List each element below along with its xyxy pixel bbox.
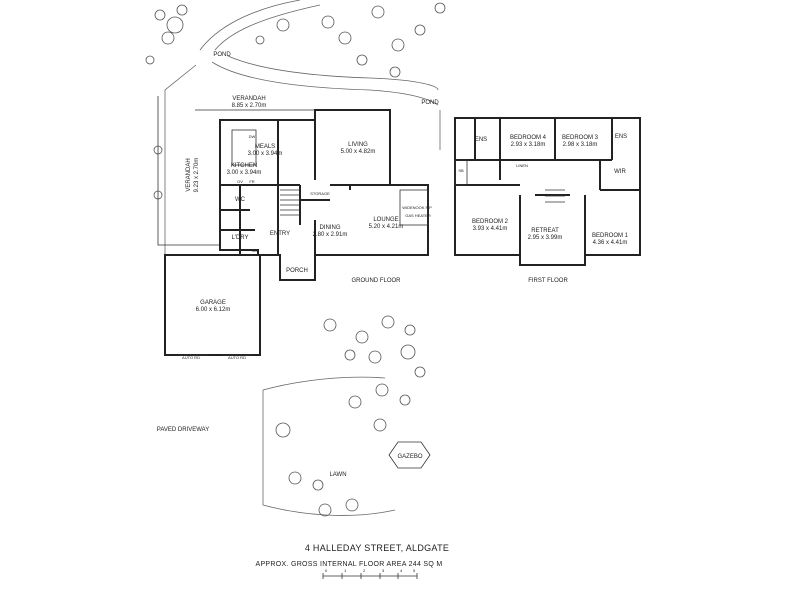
porch-label: PORCH <box>286 268 308 274</box>
bedroom3-name: BEDROOM 3 <box>562 135 599 141</box>
bedroom1-name: BEDROOM 1 <box>592 233 629 239</box>
scale-tick-3: 3 <box>382 568 385 573</box>
ldry-label: L'DRY <box>231 235 248 241</box>
storage-label: STORAGE <box>310 191 330 196</box>
bedroom2-name: BEDROOM 2 <box>472 219 509 225</box>
verandah-top-name: VERANDAH <box>232 96 265 102</box>
retreat-name: RETREAT <box>531 228 559 234</box>
wir-label: WIR <box>614 169 626 175</box>
fixture-fr: FR <box>249 179 254 184</box>
meals-name: MEALS <box>255 144 275 150</box>
pond-label-1: POND <box>213 52 231 58</box>
fixture-sb: SB <box>251 248 257 253</box>
lounge-name: LOUNGE <box>373 217 398 223</box>
address-title: 4 HALLEDAY STREET, ALDGATE <box>305 543 449 553</box>
garden-boundary-left <box>164 64 197 255</box>
fireplace-nook <box>399 189 429 226</box>
driveway-edge <box>262 390 396 516</box>
scale-bar: 0 1 2 3 4 5 <box>322 568 418 579</box>
first-floor-interior <box>455 118 640 265</box>
scale-tick-2: 2 <box>363 568 366 573</box>
ground-floor-walls <box>157 96 429 356</box>
pond-label-2: POND <box>421 100 439 106</box>
garage-name: GARAGE <box>200 300 226 306</box>
kitchen-name: KITCHEN <box>231 163 257 169</box>
ground-floor-labels: VERANDAH 8.85 x 2.70m VERANDAH 9.23 x 2.… <box>182 96 432 360</box>
ground-floor-title: GROUND FLOOR <box>351 278 401 284</box>
scale-tick-0: 0 <box>325 568 328 573</box>
verandah-top-dims: 8.85 x 2.70m <box>232 103 267 109</box>
stair-lines <box>280 189 300 216</box>
auto-rd-1: AUTO RD <box>182 355 200 360</box>
lawn-edge <box>262 376 386 391</box>
garage-dims: 6.00 x 6.12m <box>196 307 231 313</box>
fixture-sb-first: SB <box>458 168 464 173</box>
scale-tick-4: 4 <box>400 568 403 573</box>
auto-rd-2: AUTO RD <box>228 355 246 360</box>
ens-left-label: ENS <box>475 137 487 143</box>
ens-fixture <box>454 159 468 186</box>
interior-walls <box>220 120 390 255</box>
paved-driveway-label: PAVED DRIVEWAY <box>157 427 209 433</box>
kitchen-bench <box>231 129 257 166</box>
fixture-dw: DW <box>249 134 256 139</box>
living-name: LIVING <box>348 142 368 148</box>
gas-heater-label: GAS HEATER <box>405 213 431 218</box>
meals-dims: 3.00 x 3.94m <box>248 151 283 157</box>
lounge-dims: 5.20 x 4.21m <box>369 224 404 230</box>
retreat-dims: 2.95 x 3.99m <box>528 235 563 241</box>
living-dims: 5.00 x 4.82m <box>341 149 376 155</box>
linen-label: LINEN <box>516 163 528 168</box>
dining-dims: 2.80 x 2.91m <box>313 232 348 238</box>
first-floor-perimeter <box>454 117 641 266</box>
landscape <box>145 0 446 517</box>
site-labels: POND POND PAVED DRIVEWAY LAWN GAZEBO <box>157 52 440 478</box>
bedroom4-dims: 2.93 x 3.18m <box>511 142 546 148</box>
bedroom1-dims: 4.36 x 4.41m <box>593 240 628 246</box>
first-stair-lines <box>545 189 565 203</box>
dining-name: DINING <box>320 225 341 231</box>
tree-cluster <box>145 2 446 517</box>
bedroom2-dims: 3.93 x 4.41m <box>473 226 508 232</box>
widenook-label: WIDENOOK F/P <box>402 205 432 210</box>
scale-tick-5: 5 <box>413 568 416 573</box>
gazebo-label: GAZEBO <box>397 454 422 460</box>
kitchen-dims: 3.00 x 3.94m <box>227 170 262 176</box>
scale-tick-1: 1 <box>344 568 347 573</box>
bedroom3-dims: 2.98 x 3.18m <box>563 142 598 148</box>
gazebo-shape <box>388 441 431 469</box>
bedroom4-name: BEDROOM 4 <box>510 135 547 141</box>
pond-path <box>211 61 439 106</box>
entry-label: ENTRY <box>270 231 290 237</box>
verandah-side-name: VERANDAH <box>186 158 192 191</box>
wc-label: WC <box>235 197 246 203</box>
first-floor-labels: ENS ENS BEDROOM 4 2.93 x 3.18m BEDROOM 3… <box>458 134 628 246</box>
ens-right-label: ENS <box>615 134 627 140</box>
fixture-ov: OV <box>237 179 243 184</box>
floor-area-text: APPROX. GROSS INTERNAL FLOOR AREA 244 SQ… <box>255 561 442 568</box>
scale-bar-line <box>322 573 418 579</box>
pond-path-2 <box>227 55 439 91</box>
first-floor-walls <box>454 117 641 266</box>
creek-line-2 <box>214 4 321 51</box>
lawn-label: LAWN <box>329 472 346 478</box>
creek-line <box>199 0 301 51</box>
garage-walls <box>164 254 261 356</box>
verandah-side-dims: 9.23 x 2.70m <box>194 158 200 193</box>
first-floor-title: FIRST FLOOR <box>528 278 568 284</box>
